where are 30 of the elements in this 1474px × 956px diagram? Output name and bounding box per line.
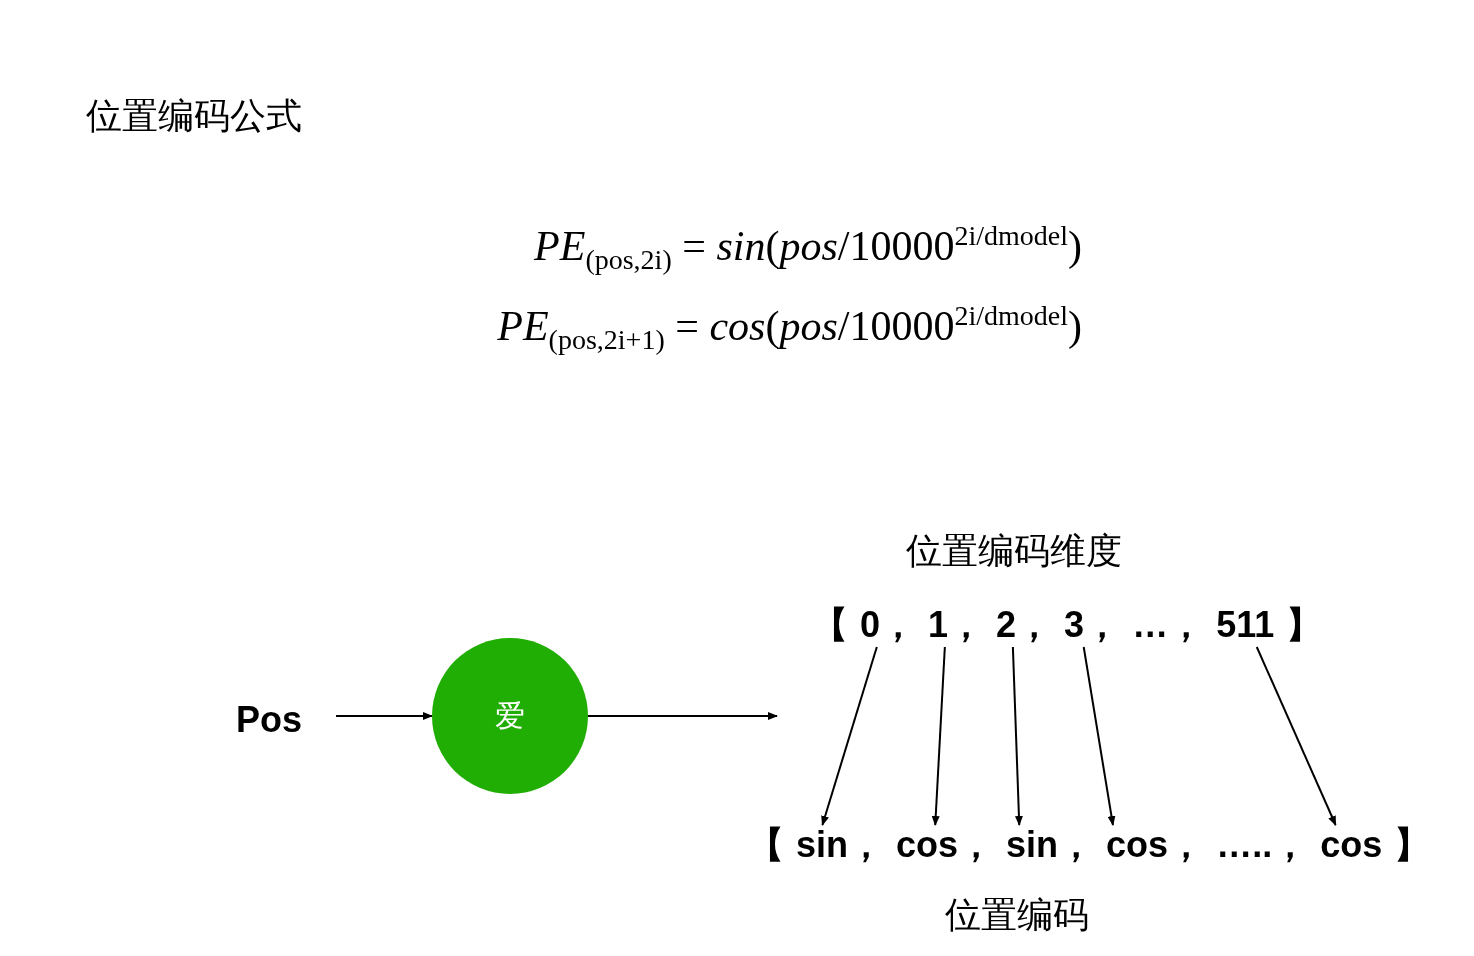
arrow: [1082, 646, 1116, 826]
ellipsis-text: …..，: [1216, 827, 1309, 863]
number-text: 2，: [996, 607, 1053, 643]
node-text: 爱: [495, 696, 525, 735]
number-text: 0，: [860, 607, 917, 643]
arrow: [587, 712, 778, 720]
word-text: cos，: [896, 827, 995, 863]
bracket-text: 【: [748, 827, 784, 863]
arrow: [821, 646, 878, 826]
arrow: [1011, 646, 1023, 826]
word-text: sin，: [1006, 827, 1095, 863]
bracket-text: 【: [812, 607, 848, 643]
number-text: 1，: [928, 607, 985, 643]
heading-text: 位置编码公式: [86, 98, 302, 134]
number-text: 3，: [1064, 607, 1121, 643]
arrow: [335, 712, 433, 720]
ellipsis-text: …，: [1132, 607, 1205, 643]
word-text: sin，: [796, 827, 884, 863]
formula-text: PE$_{(pos,2i+1)}$ = cos(pos/10000$^{2i/d}$$^{model}$): [497, 302, 1082, 355]
arrow: [1255, 646, 1337, 826]
arrow: [931, 646, 946, 826]
bracket-text: 】: [1286, 607, 1323, 643]
word-text: cos: [1320, 827, 1383, 863]
number-text: 511: [1216, 607, 1275, 643]
formula-text: PE$_{(pos,2i)}$ = sin(pos/10000$^{2i/d}$$^{model}$): [534, 222, 1082, 275]
caption-text: 位置编码: [945, 897, 1089, 933]
word-text: Pos: [236, 702, 303, 738]
bracket-text: 】: [1394, 827, 1431, 863]
word-text: cos，: [1106, 827, 1205, 863]
caption-text: 位置编码维度: [906, 533, 1122, 569]
